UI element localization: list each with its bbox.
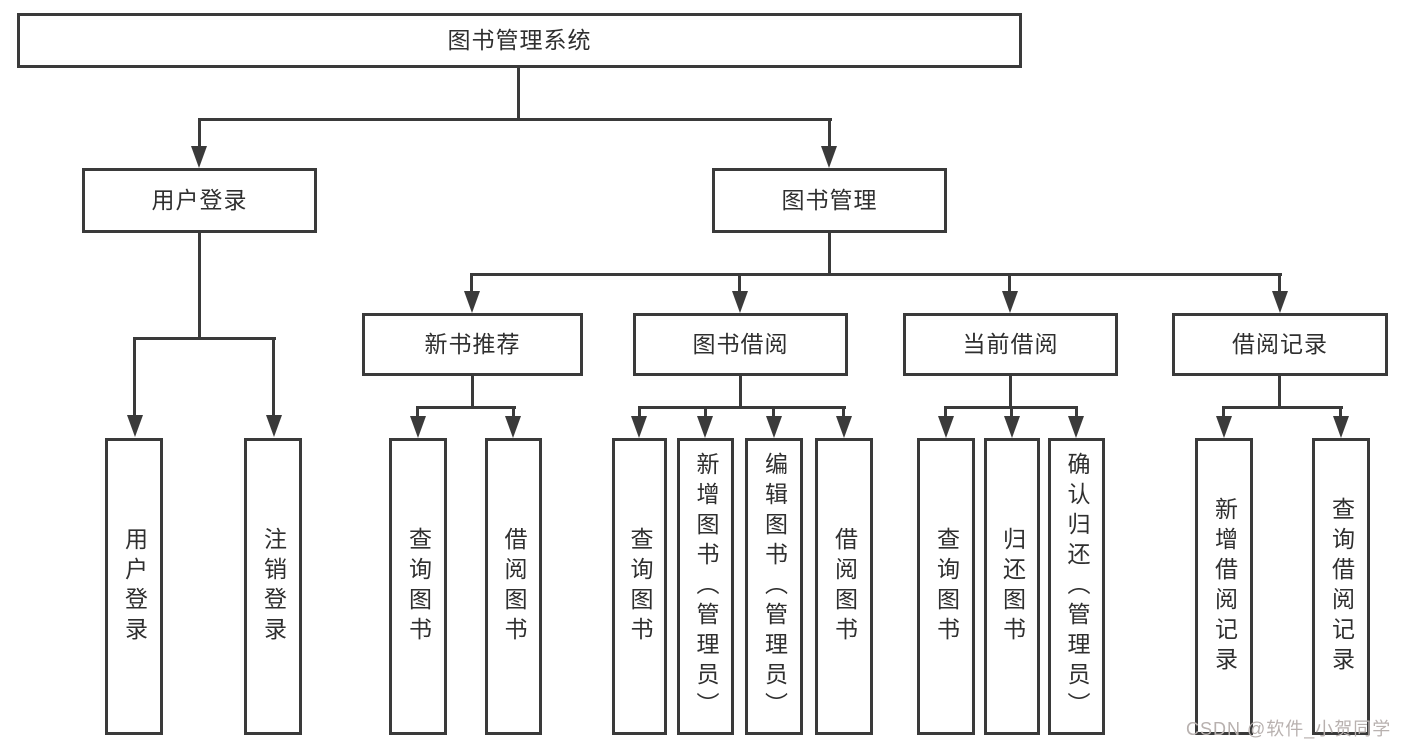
connector-line-horizontal (198, 118, 832, 121)
arrowhead-down (631, 416, 647, 438)
arrowhead-down (1333, 416, 1349, 438)
node-new-book-recommendation: 新书推荐 (362, 313, 583, 376)
connector-line-vertical (638, 406, 641, 420)
connector-line-vertical (739, 376, 742, 406)
connector-line-vertical (470, 273, 473, 295)
connector-line-vertical (1222, 406, 1225, 420)
arrowhead-down (1068, 416, 1084, 438)
arrowhead-down (191, 146, 207, 168)
connector-line-horizontal (1222, 406, 1343, 409)
connector-line-vertical (738, 273, 741, 295)
arrowhead-down (697, 416, 713, 438)
arrowhead-down (1216, 416, 1232, 438)
leaf-bookborrow-add-books-admin: 新增图书（管理员） (677, 438, 734, 735)
leaf-bookborrow-borrow-books-label: 借阅图书 (831, 526, 858, 647)
connector-line-vertical (198, 118, 201, 150)
leaf-bookborrow-query-books-label: 查询图书 (627, 526, 653, 647)
connector-line-vertical (704, 406, 707, 420)
arrowhead-down (266, 415, 282, 437)
leaf-user-login-label: 用户登录 (121, 526, 148, 647)
connector-line-vertical (828, 233, 831, 273)
leaf-newbookrec-query-books: 查询图书 (389, 438, 447, 735)
connector-line-horizontal (133, 337, 276, 340)
connector-line-vertical (1009, 376, 1012, 406)
leaf-currentborrow-confirm-return-admin-label: 确认归还（管理员） (1064, 451, 1090, 722)
leaf-user-login: 用户登录 (105, 438, 163, 735)
arrowhead-down (732, 291, 748, 313)
node-book-management: 图书管理 (712, 168, 947, 233)
node-book-management-label: 图书管理 (781, 187, 878, 213)
leaf-borrowrecords-add-record: 新增借阅记录 (1195, 438, 1253, 735)
arrowhead-down (1272, 291, 1288, 313)
arrowhead-down (127, 415, 143, 437)
arrowhead-down (1002, 291, 1018, 313)
leaf-borrowrecords-query-record: 查询借阅记录 (1312, 438, 1370, 735)
arrowhead-down (938, 416, 954, 438)
arrowhead-down (1004, 416, 1020, 438)
connector-line-vertical (828, 118, 831, 150)
connector-line-vertical (416, 406, 419, 420)
connector-line-vertical (471, 376, 474, 406)
connector-line-horizontal (470, 273, 1282, 276)
node-user-login: 用户登录 (82, 168, 317, 233)
leaf-logout-label: 注销登录 (260, 526, 287, 647)
node-borrowing-records: 借阅记录 (1172, 313, 1388, 376)
node-new-book-recommendation-label: 新书推荐 (424, 331, 521, 357)
connector-line-vertical (944, 406, 947, 420)
leaf-bookborrow-edit-books-admin: 编辑图书（管理员） (745, 438, 803, 735)
leaf-bookborrow-borrow-books: 借阅图书 (815, 438, 873, 735)
connector-line-vertical (1010, 406, 1013, 420)
leaf-newbookrec-borrow-books-label: 借阅图书 (501, 526, 527, 647)
leaf-currentborrow-query-books-label: 查询图书 (933, 526, 960, 647)
leaf-newbookrec-borrow-books: 借阅图书 (485, 438, 542, 735)
connector-line-vertical (198, 233, 201, 337)
connector-line-vertical (1008, 273, 1011, 295)
arrowhead-down (505, 416, 521, 438)
node-root: 图书管理系统 (17, 13, 1022, 68)
connector-line-vertical (1278, 273, 1281, 295)
arrowhead-down (836, 416, 852, 438)
node-book-borrowing: 图书借阅 (633, 313, 848, 376)
node-current-borrowing: 当前借阅 (903, 313, 1118, 376)
leaf-currentborrow-query-books: 查询图书 (917, 438, 975, 735)
leaf-borrowrecords-query-record-label: 查询借阅记录 (1328, 496, 1355, 677)
leaf-currentborrow-confirm-return-admin: 确认归还（管理员） (1048, 438, 1105, 735)
connector-line-horizontal (416, 406, 516, 409)
leaf-bookborrow-add-books-admin-label: 新增图书（管理员） (693, 451, 719, 722)
arrowhead-down (464, 291, 480, 313)
connector-line-vertical (512, 406, 515, 420)
connector-line-vertical (1278, 376, 1281, 406)
connector-line-vertical (133, 337, 136, 419)
csdn-watermark: CSDN @软件_小贺同学 (1186, 719, 1392, 739)
leaf-borrowrecords-add-record-label: 新增借阅记录 (1211, 496, 1238, 677)
arrowhead-down (821, 146, 837, 168)
arrowhead-down (410, 416, 426, 438)
arrowhead-down (766, 416, 782, 438)
connector-line-vertical (1339, 406, 1342, 420)
leaf-bookborrow-query-books: 查询图书 (612, 438, 667, 735)
connector-line-vertical (272, 337, 275, 419)
leaf-newbookrec-query-books-label: 查询图书 (405, 526, 432, 647)
leaf-currentborrow-return-books: 归还图书 (984, 438, 1040, 735)
node-user-login-label: 用户登录 (151, 187, 248, 213)
connector-line-vertical (842, 406, 845, 420)
node-root-label: 图书管理系统 (447, 27, 592, 53)
leaf-logout: 注销登录 (244, 438, 302, 735)
leaf-currentborrow-return-books-label: 归还图书 (999, 526, 1026, 647)
connector-line-vertical (772, 406, 775, 420)
node-book-borrowing-label: 图书借阅 (692, 331, 789, 357)
connector-line-vertical (1075, 406, 1078, 420)
connector-line-horizontal (638, 406, 846, 409)
node-current-borrowing-label: 当前借阅 (962, 331, 1059, 357)
node-borrowing-records-label: 借阅记录 (1232, 331, 1328, 357)
connector-line-vertical (517, 68, 520, 118)
leaf-bookborrow-edit-books-admin-label: 编辑图书（管理员） (761, 451, 788, 722)
